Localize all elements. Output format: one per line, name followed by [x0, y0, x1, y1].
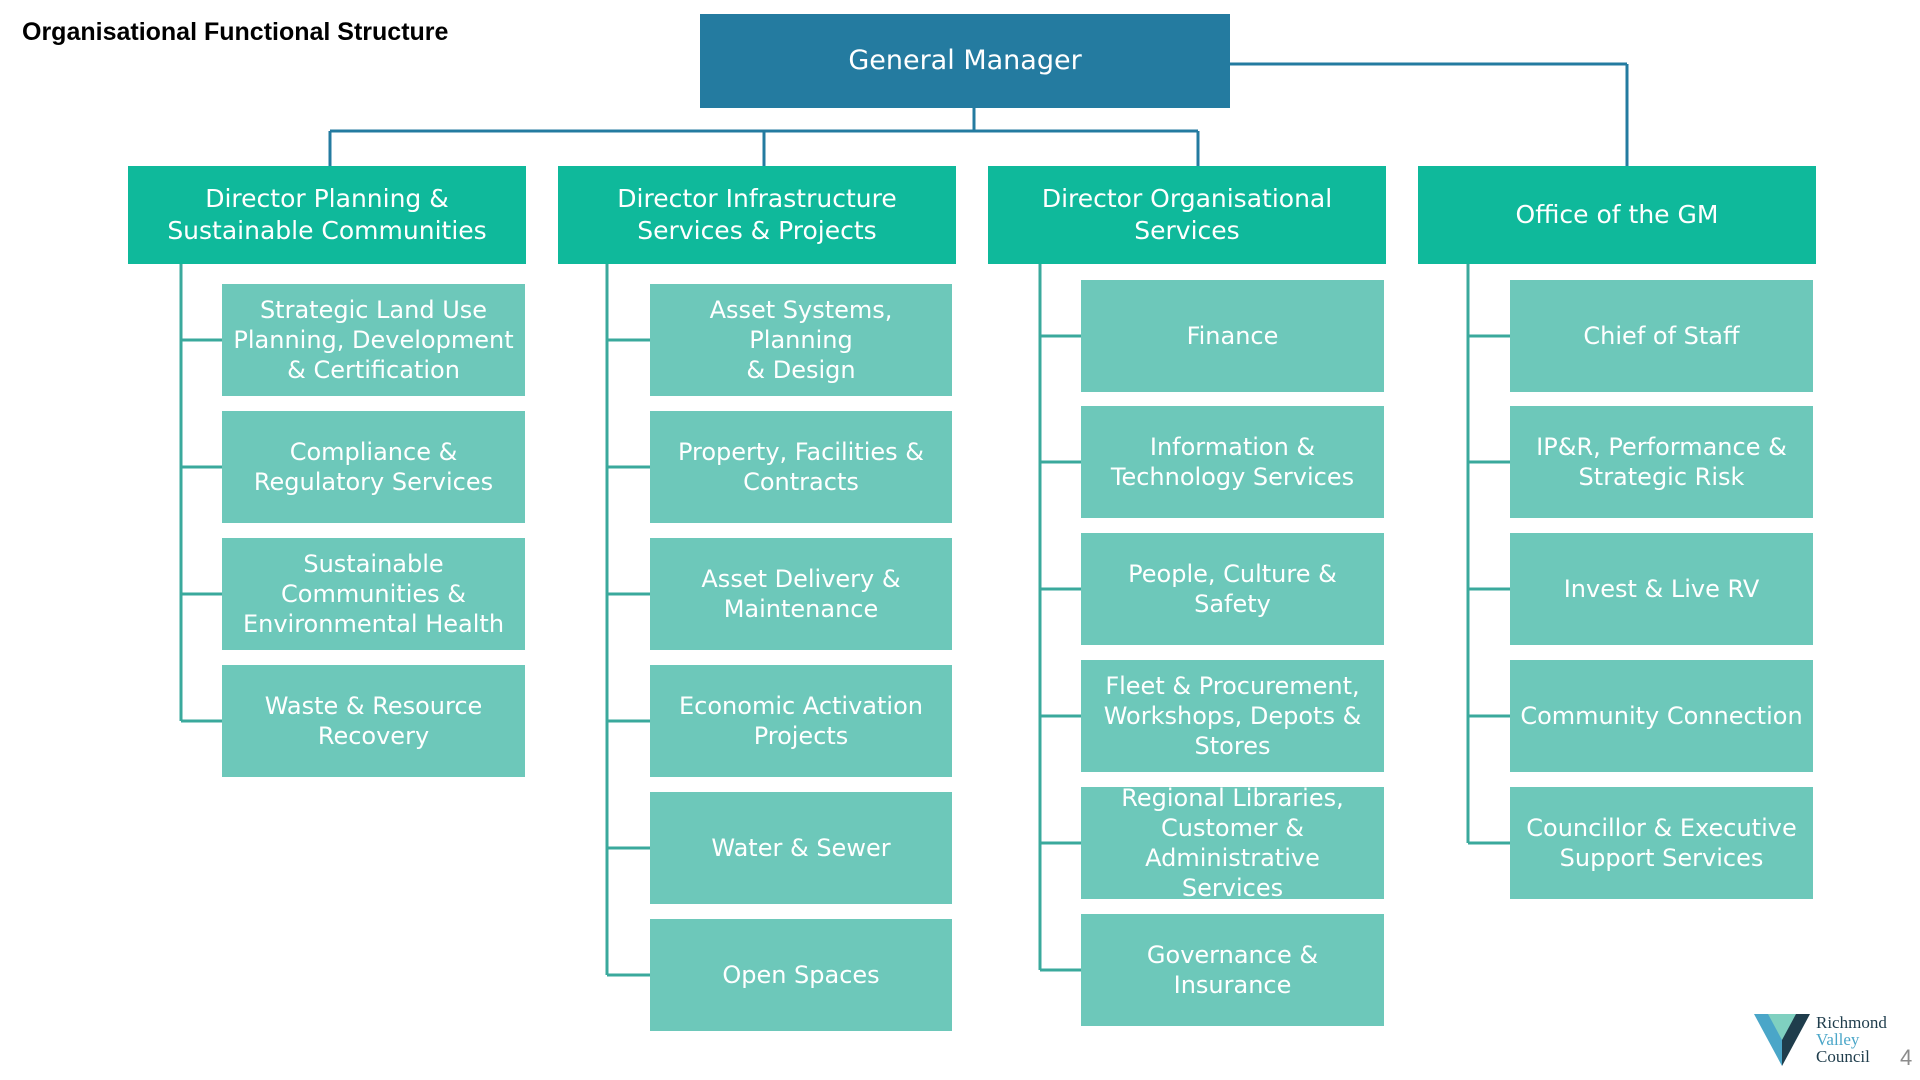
unit-box-community-connection: Community Connection [1510, 660, 1813, 772]
unit-box-invest-live-rv: Invest & Live RV [1510, 533, 1813, 645]
logo-line-richmond: Richmond [1816, 1013, 1887, 1032]
unit-box-chief-of-staff: Chief of Staff [1510, 280, 1813, 392]
logo-line-council: Council [1816, 1047, 1870, 1066]
unit-box-finance: Finance [1081, 280, 1384, 392]
unit-box-ip-r-performance-strategic-risk: IP&R, Performance &Strategic Risk [1510, 406, 1813, 518]
logo-chevron-icon [1754, 1014, 1810, 1066]
director-box-director-planning-sustainable-communities: Director Planning &Sustainable Communiti… [128, 166, 526, 264]
unit-box-regional-libraries-customer-administrative-services: Regional Libraries,Customer &Administrat… [1081, 784, 1384, 902]
unit-box-asset-systems-planning-design: Asset Systems, Planning& Design [650, 284, 952, 396]
page-number: 4 [1900, 1045, 1913, 1070]
logo-line-valley: Valley [1816, 1030, 1860, 1049]
unit-box-compliance-regulatory-services: Compliance &Regulatory Services [222, 411, 525, 523]
unit-box-asset-delivery-maintenance: Asset Delivery &Maintenance [650, 538, 952, 650]
council-logo: Richmond Valley Council [1752, 1012, 1912, 1070]
director-box-office-of-the-gm: Office of the GM [1418, 166, 1816, 264]
general-manager-box: General Manager [700, 14, 1230, 108]
unit-box-property-facilities-contracts: Property, Facilities &Contracts [650, 411, 952, 523]
page-title: Organisational Functional Structure [22, 18, 449, 46]
unit-box-water-sewer: Water & Sewer [650, 792, 952, 904]
unit-box-open-spaces: Open Spaces [650, 919, 952, 1031]
unit-box-fleet-procurement-workshops-depots-stores: Fleet & Procurement,Workshops, Depots &S… [1081, 660, 1384, 772]
logo-wordmark: Richmond Valley Council [1816, 1014, 1887, 1065]
unit-box-people-culture-safety: People, Culture &Safety [1081, 533, 1384, 645]
unit-box-information-technology-services: Information &Technology Services [1081, 406, 1384, 518]
unit-box-governance-insurance: Governance &Insurance [1081, 914, 1384, 1026]
